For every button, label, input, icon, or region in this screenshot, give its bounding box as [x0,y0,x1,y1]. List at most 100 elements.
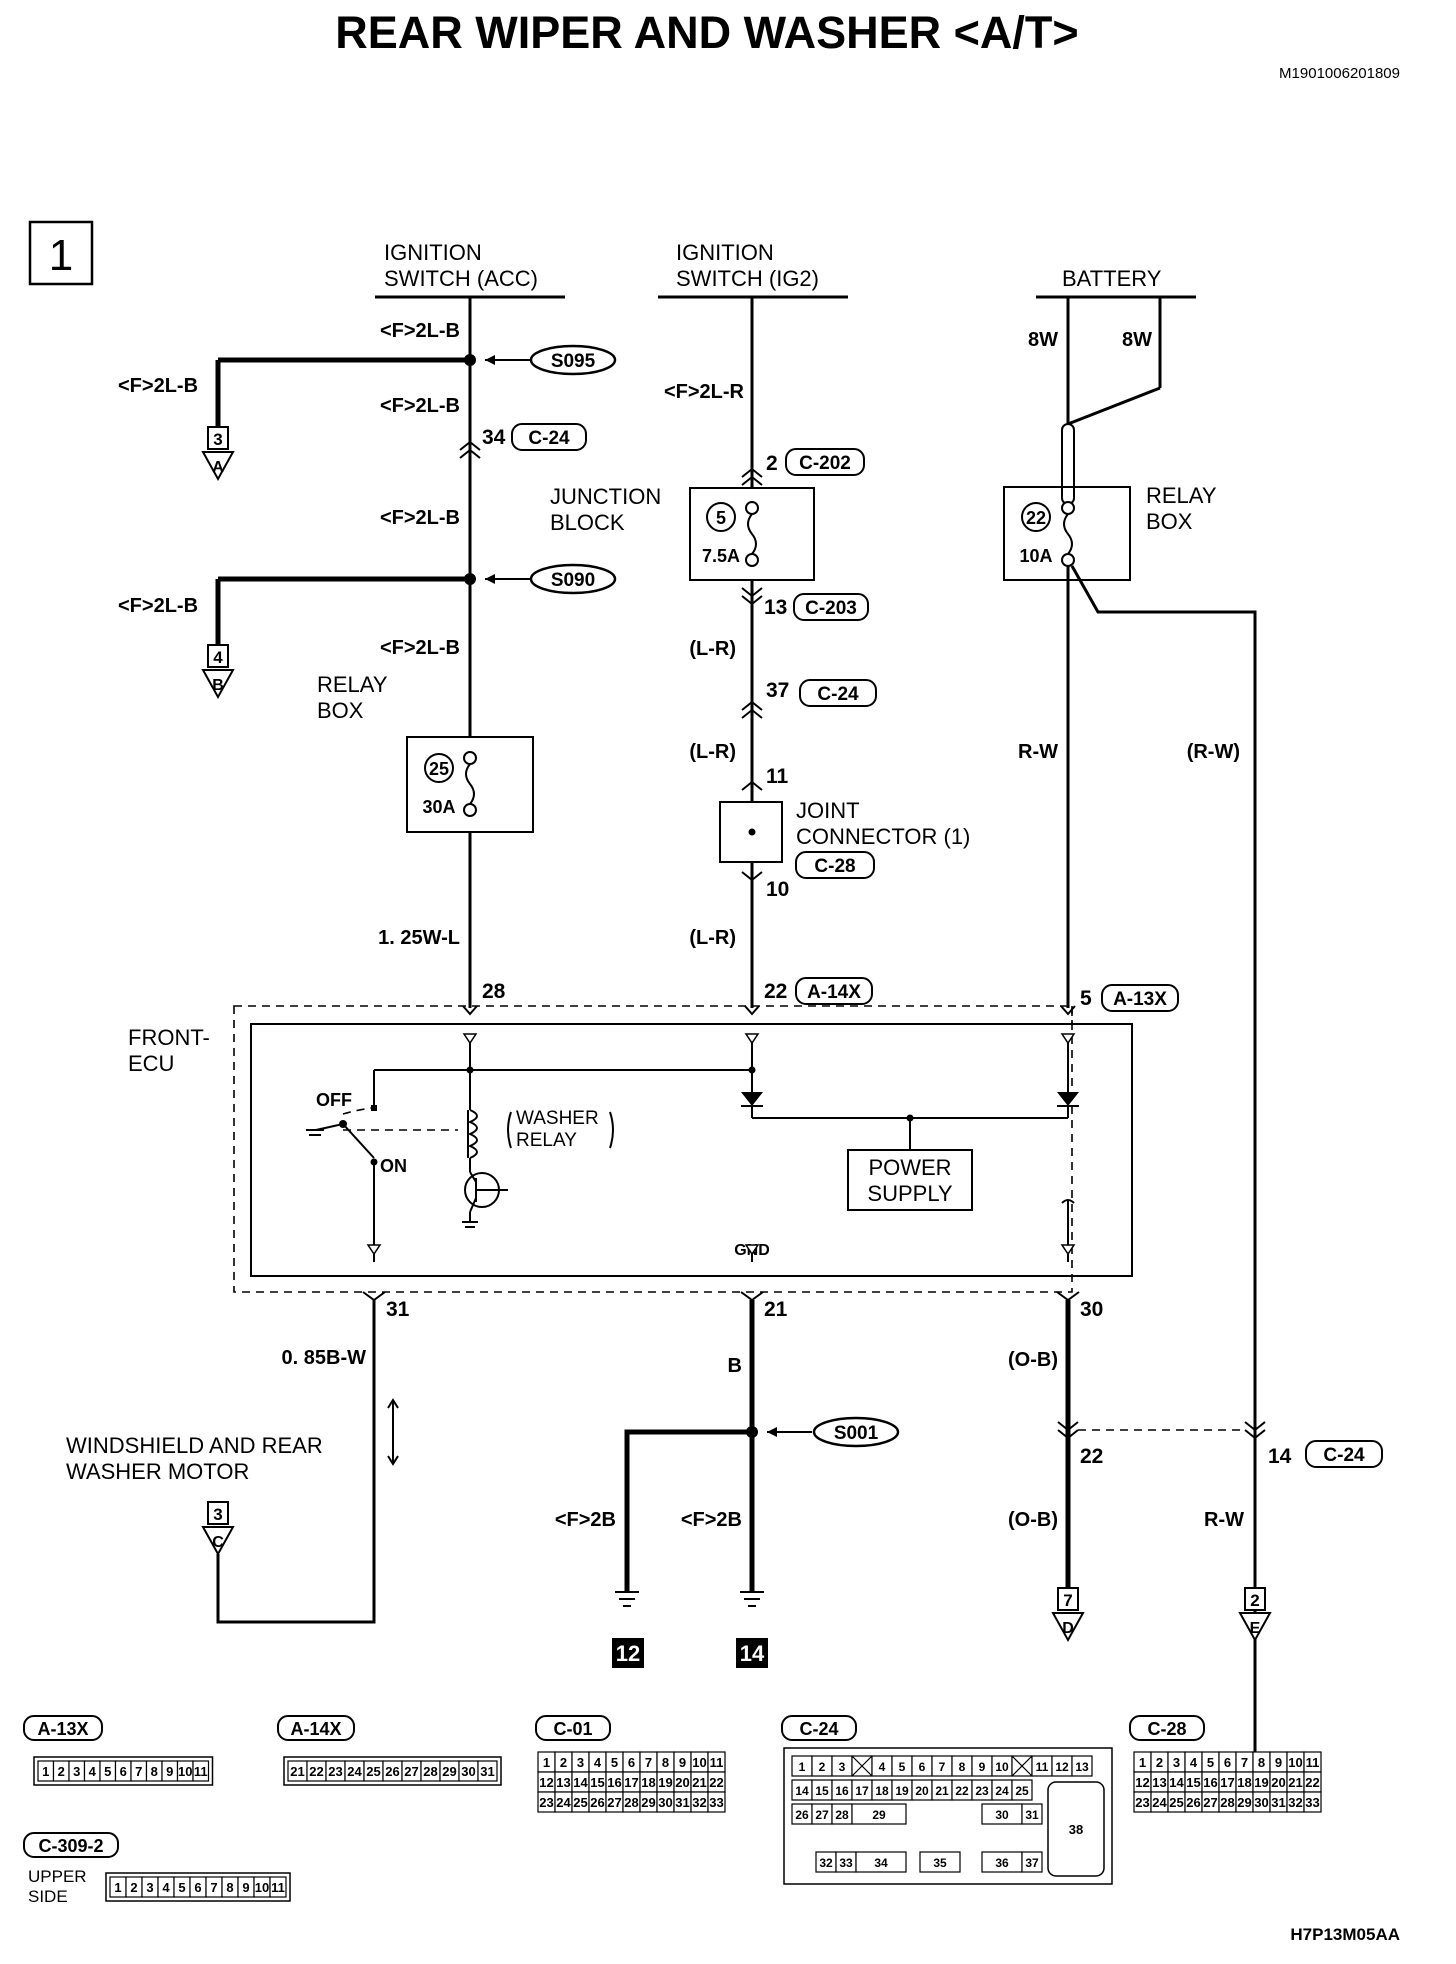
fusible-link [1061,423,1075,505]
pin-number: 20 [675,1775,689,1790]
wire-label-rw-2: R-W [1204,1509,1244,1531]
fuse-25-rating: 30A [422,797,455,817]
pin-10: 10 [766,878,789,901]
doc-id: M1901006201809 [1279,65,1400,82]
svg-text:D: D [1062,1620,1074,1637]
wire-label-f2b-1: <F>2B [555,1509,616,1531]
pin-number: 33 [1305,1795,1319,1810]
pin-30: 30 [1080,1298,1103,1321]
pin-number: 3 [839,1760,846,1774]
pin-number: 16 [1203,1775,1217,1790]
pin-number: 22 [709,1775,723,1790]
legend-a13x: A-13X [37,1719,88,1739]
pin-11: 11 [766,765,789,788]
pin-number: 13 [1152,1775,1166,1790]
joint-connector-line2: CONNECTOR (1) [796,824,970,849]
pin-number: 24 [1152,1795,1167,1810]
switch-off-label: OFF [316,1090,352,1110]
pin-cell [851,1803,907,1825]
pin-cell [477,1760,498,1782]
connector-tag-a13x [1101,984,1179,1012]
pin-number: 8 [662,1755,669,1770]
pin-28: 28 [482,980,506,1003]
source-battery: BATTERY [1036,266,1196,299]
wire-label-rw-p: (R-W) [1187,741,1240,763]
pin-cell [919,1851,961,1873]
pin-number: 1 [799,1760,806,1774]
pin-number: 23 [1135,1795,1149,1810]
front-ecu-inner [250,1023,1133,1277]
page-title: REAR WIPER AND WASHER <A/T> [335,7,1078,58]
pin-number: 1 [114,1880,121,1895]
wire-label-085bw: 0. 85B-W [282,1347,367,1369]
pin-number: 15 [590,1775,604,1790]
power-supply-line1: POWER [868,1155,951,1180]
pin-number: 11 [194,1764,208,1779]
switch-on-label: ON [380,1156,407,1176]
pin-cell [1011,1779,1033,1801]
pin-number: 10 [255,1880,269,1895]
pin-22: 22 [764,980,787,1003]
washer-relay-coil [467,1109,478,1159]
fuse-25-number: 25 [429,759,449,779]
pin-number: 6 [120,1764,127,1779]
pin-number: 10 [1288,1755,1302,1770]
pin-cell [1071,1755,1093,1777]
pin-number: 2 [1156,1755,1163,1770]
wire-label-f2lb-b: <F>2L-B [118,595,198,617]
connector-tag-c24-mid [799,679,877,707]
legend-a14x: A-14X [290,1719,341,1739]
svg-text:E: E [1250,1620,1261,1637]
pin-number: 26 [1186,1795,1200,1810]
splice-s090 [529,563,617,595]
pin-number: 12 [1055,1760,1069,1774]
pin-number: 10 [995,1760,1009,1774]
pin-number: 27 [607,1795,621,1810]
connector-tag-c24-top [511,423,587,451]
pin-number: 8 [226,1880,233,1895]
source-acc: IGNITION SWITCH (ACC) [375,240,565,299]
pin-number: 30 [995,1808,1009,1822]
wire-label-lr-2: (L-R) [689,741,736,763]
pin-number: 32 [692,1795,706,1810]
connector-tag-a14x [795,977,873,1005]
pin-37: 37 [766,679,789,702]
connector-c24-mid: C-24 [817,684,859,705]
splice-s001 [812,1416,900,1448]
pin-number: 19 [658,1775,672,1790]
ground-14-label: 14 [740,1641,765,1666]
connector-a14x: A-14X [807,982,861,1003]
pin-number: 27 [1203,1795,1217,1810]
pin-number: 33 [839,1856,853,1870]
pin-31: 31 [386,1298,410,1321]
pin-number: 29 [442,1764,456,1779]
pin-cell [1021,1851,1043,1873]
pin-number: 28 [835,1808,849,1822]
washer-relay-line1: WASHER [516,1108,599,1129]
wire-label-ob-2: (O-B) [1008,1509,1058,1531]
pin-number: 25 [1015,1784,1029,1798]
wire-label-f2lb-a: <F>2L-B [118,375,198,397]
pin-number: 3 [577,1755,584,1770]
ground-symbol-12: 12 [612,1591,644,1668]
wire-label-f2lb-1: <F>2L-B [380,320,460,342]
pin-5: 5 [1080,987,1092,1010]
pin-number: 6 [919,1760,926,1774]
pin-number: 5 [178,1880,185,1895]
wire-label-8w-2: 8W [1122,329,1152,351]
source-ig2: IGNITION SWITCH (IG2) [658,240,848,299]
pin-number: 6 [628,1755,635,1770]
power-supply-line2: SUPPLY [867,1181,953,1206]
connector-tag-c202 [785,448,865,476]
pin-number: 24 [995,1784,1009,1798]
pin-cell [192,1760,210,1782]
pin-number: 8 [1258,1755,1265,1770]
front-ecu-line1: FRONT- [128,1025,210,1050]
svg-text:4: 4 [213,648,223,667]
svg-text:3: 3 [213,1505,222,1524]
